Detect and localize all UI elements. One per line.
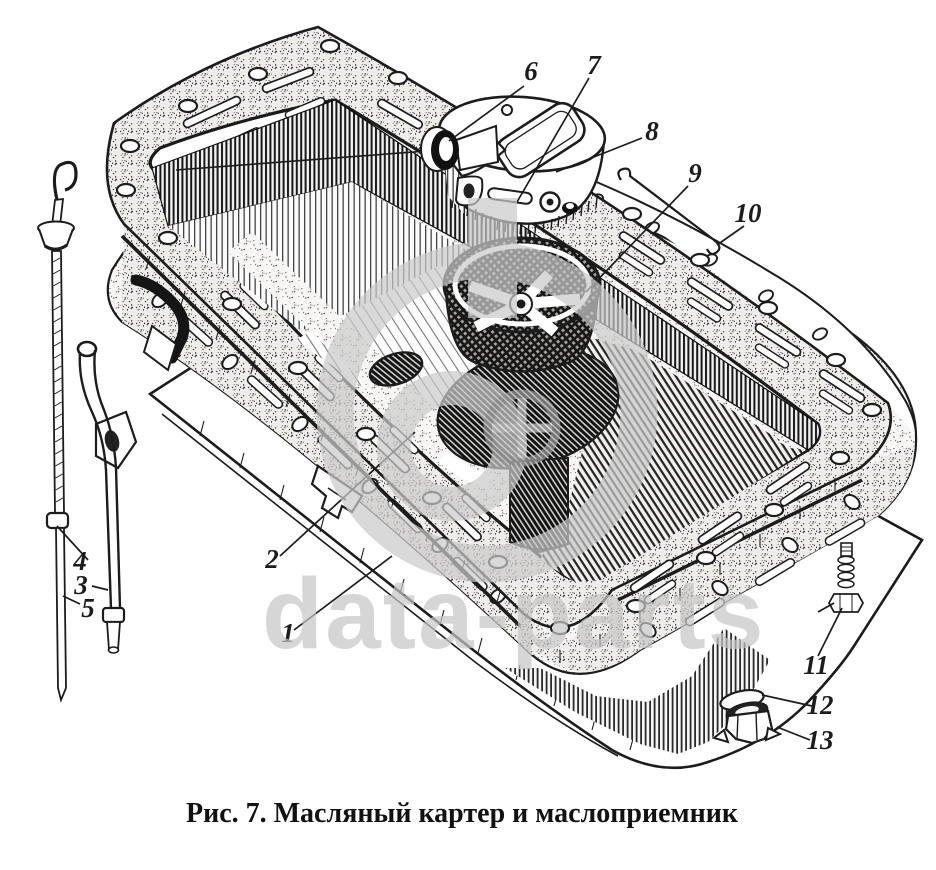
svg-text:5: 5 [81,593,95,623]
svg-text:Рис. 7. Масляный картер и масл: Рис. 7. Масляный картер и маслоприемник [186,798,739,829]
svg-text:9: 9 [688,158,702,188]
svg-text:3: 3 [73,570,88,600]
svg-text:2: 2 [264,544,279,574]
svg-text:11: 11 [803,650,829,680]
svg-text:12: 12 [807,690,834,720]
svg-text:data-parts: data-parts [262,558,765,670]
svg-text:13: 13 [807,725,834,755]
svg-text:8: 8 [645,116,659,146]
svg-text:10: 10 [735,198,763,228]
svg-text:6: 6 [524,56,538,86]
svg-text:7: 7 [587,50,602,80]
svg-text:1: 1 [281,618,295,648]
svg-text:4: 4 [72,546,87,576]
